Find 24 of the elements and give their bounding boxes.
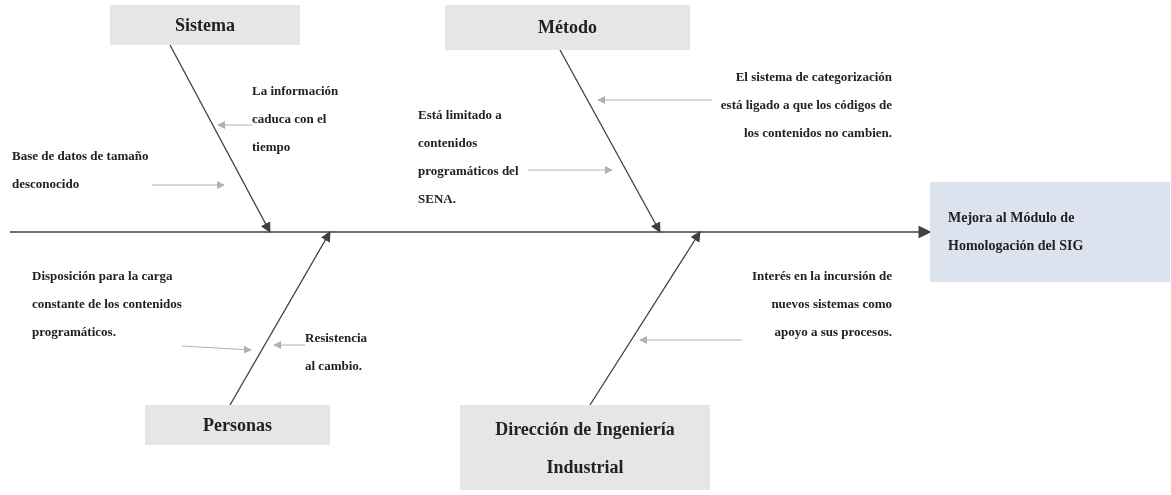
arrow <box>273 341 306 349</box>
category-box: Sistema <box>110 5 300 45</box>
bone-arrow <box>169 44 271 233</box>
spine-arrow <box>9 225 932 239</box>
bone-arrow <box>559 49 661 233</box>
category-box: Dirección de Ingeniería Industrial <box>460 405 710 490</box>
cause-text: Resistencia al cambio. <box>305 324 377 380</box>
arrow <box>639 336 743 344</box>
bone-arrow <box>589 231 701 406</box>
arrow <box>597 96 713 104</box>
cause-text: La información caduca con el tiempo <box>252 77 364 161</box>
arrow <box>217 121 253 129</box>
arrow <box>181 345 252 354</box>
category-box: Método <box>445 5 690 50</box>
cause-text: Disposición para la carga constante de los contenidos programáticos. <box>32 262 182 346</box>
arrow <box>527 166 613 174</box>
category-box: Personas <box>145 405 330 445</box>
cause-text: Base de datos de tamaño desconocido <box>12 142 152 198</box>
cause-text: Está limitado a contenidos programáticos del SENA. <box>418 101 528 213</box>
effect-box: Mejora al Módulo de Homologación del SIG <box>930 182 1170 282</box>
bone-arrow <box>229 231 331 406</box>
arrow <box>151 181 225 189</box>
cause-text: El sistema de categorización está ligado a que los códigos de los contenidos no cambien. <box>712 63 892 147</box>
cause-text: Interés en la incursión de nuevos sistemas como apoyo a sus procesos. <box>742 262 892 346</box>
